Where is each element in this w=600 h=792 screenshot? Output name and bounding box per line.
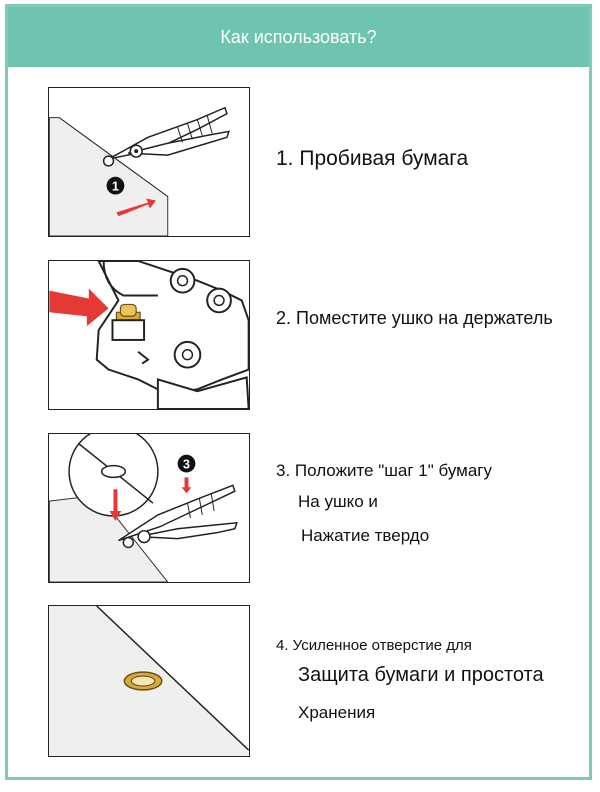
red-arrow-icon bbox=[181, 477, 192, 494]
step-3-line-3: Нажатие твердо bbox=[301, 526, 430, 545]
red-arrow-icon bbox=[49, 288, 109, 327]
hole-icon bbox=[100, 464, 127, 479]
step-4-line-3: Хранения bbox=[298, 703, 376, 722]
step-3-line-1: 3. Положите "шаг 1" бумагу bbox=[276, 461, 492, 480]
header-bar: Как использовать? bbox=[8, 7, 589, 67]
punch-pliers-icon: 3 bbox=[49, 434, 238, 582]
red-arrow-icon bbox=[109, 489, 122, 521]
step-1-text: 1. Пробивая бумага bbox=[276, 147, 469, 170]
svg-text:3: 3 bbox=[183, 457, 190, 472]
paper-sheet-icon bbox=[49, 117, 169, 236]
punch-pliers-icon bbox=[49, 261, 249, 409]
paper-sheet-icon bbox=[49, 606, 249, 756]
step-badge-icon bbox=[177, 454, 196, 473]
step-4-line-1: 4. Усиленное отверстие для bbox=[276, 637, 472, 654]
step-2-text: 2. Поместите ушко на держатель bbox=[276, 308, 553, 328]
punch-pliers-icon: 1 bbox=[49, 106, 231, 236]
instruction-card: Как использовать? 1 1. Пробивая бумаг bbox=[5, 4, 592, 780]
step-3-illustration: 3 bbox=[48, 433, 250, 583]
step-4-line-2: Защита бумаги и простота bbox=[298, 664, 544, 686]
step-2-illustration bbox=[48, 260, 250, 410]
step-1-illustration: 1 bbox=[48, 87, 250, 237]
red-arrow-icon bbox=[116, 198, 156, 217]
step-3-line-2: На ушко и bbox=[298, 492, 378, 511]
svg-text:1: 1 bbox=[112, 179, 119, 194]
step-badge-icon bbox=[106, 176, 125, 195]
page-title: Как использовать? bbox=[220, 26, 377, 47]
step-4-illustration bbox=[48, 605, 250, 757]
